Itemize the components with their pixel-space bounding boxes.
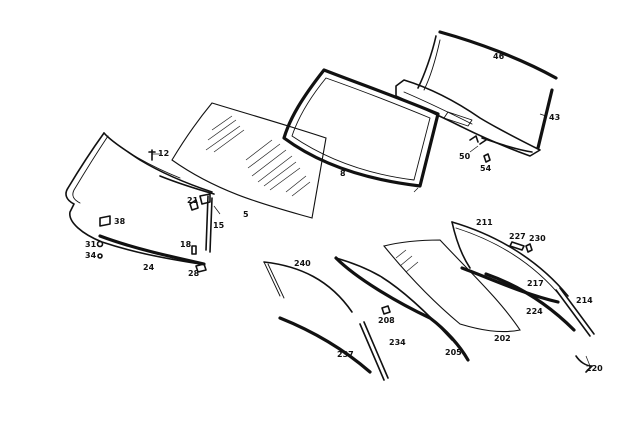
rear-frame-clips xyxy=(469,135,491,163)
callout-237: 237 xyxy=(337,350,354,359)
trim-clips-left xyxy=(96,149,207,273)
callout-202: 202 xyxy=(494,334,511,343)
vent-window-seal-234-237 xyxy=(278,305,391,381)
callout-208: 208 xyxy=(378,316,395,325)
side-window-glass-202 xyxy=(383,239,521,333)
callout-12: 12 xyxy=(158,149,169,158)
callout-205: 205 xyxy=(445,348,462,357)
rear-window-frame xyxy=(395,30,558,157)
callout-24: 24 xyxy=(143,263,155,272)
side-window-seal-205 xyxy=(334,256,470,362)
callout-240: 240 xyxy=(294,259,311,268)
callout-18: 18 xyxy=(180,240,192,249)
leader-lines xyxy=(152,53,591,367)
callout-34: 34 xyxy=(85,251,97,260)
callout-220: 220 xyxy=(586,364,603,373)
callout-28: 28 xyxy=(188,269,200,278)
callout-46: 46 xyxy=(493,52,505,61)
callout-230: 230 xyxy=(529,234,546,243)
callout-217: 217 xyxy=(527,279,544,288)
callout-8: 8 xyxy=(340,169,346,178)
door-window-channel-211-224 xyxy=(451,221,595,337)
windshield-rubber-gasket xyxy=(282,68,440,188)
callout-numbers: 12 21 5 15 38 31 34 18 24 28 8 46 43 50 … xyxy=(85,52,603,373)
callout-234: 234 xyxy=(389,338,406,347)
callout-50: 50 xyxy=(459,152,471,161)
vent-window-frame-240 xyxy=(263,261,353,313)
callout-15: 15 xyxy=(213,221,225,230)
callout-227: 227 xyxy=(509,232,526,241)
callout-224: 224 xyxy=(526,307,543,316)
channel-clips-227-230 xyxy=(509,241,593,373)
callout-5: 5 xyxy=(243,210,249,219)
windshield-trim-molding xyxy=(65,132,215,266)
callout-31: 31 xyxy=(85,240,97,249)
callout-43: 43 xyxy=(549,113,560,122)
callout-21: 21 xyxy=(187,196,199,205)
callout-214: 214 xyxy=(576,296,593,305)
callout-211: 211 xyxy=(476,218,493,227)
callout-54: 54 xyxy=(480,164,492,173)
callout-38: 38 xyxy=(114,217,126,226)
